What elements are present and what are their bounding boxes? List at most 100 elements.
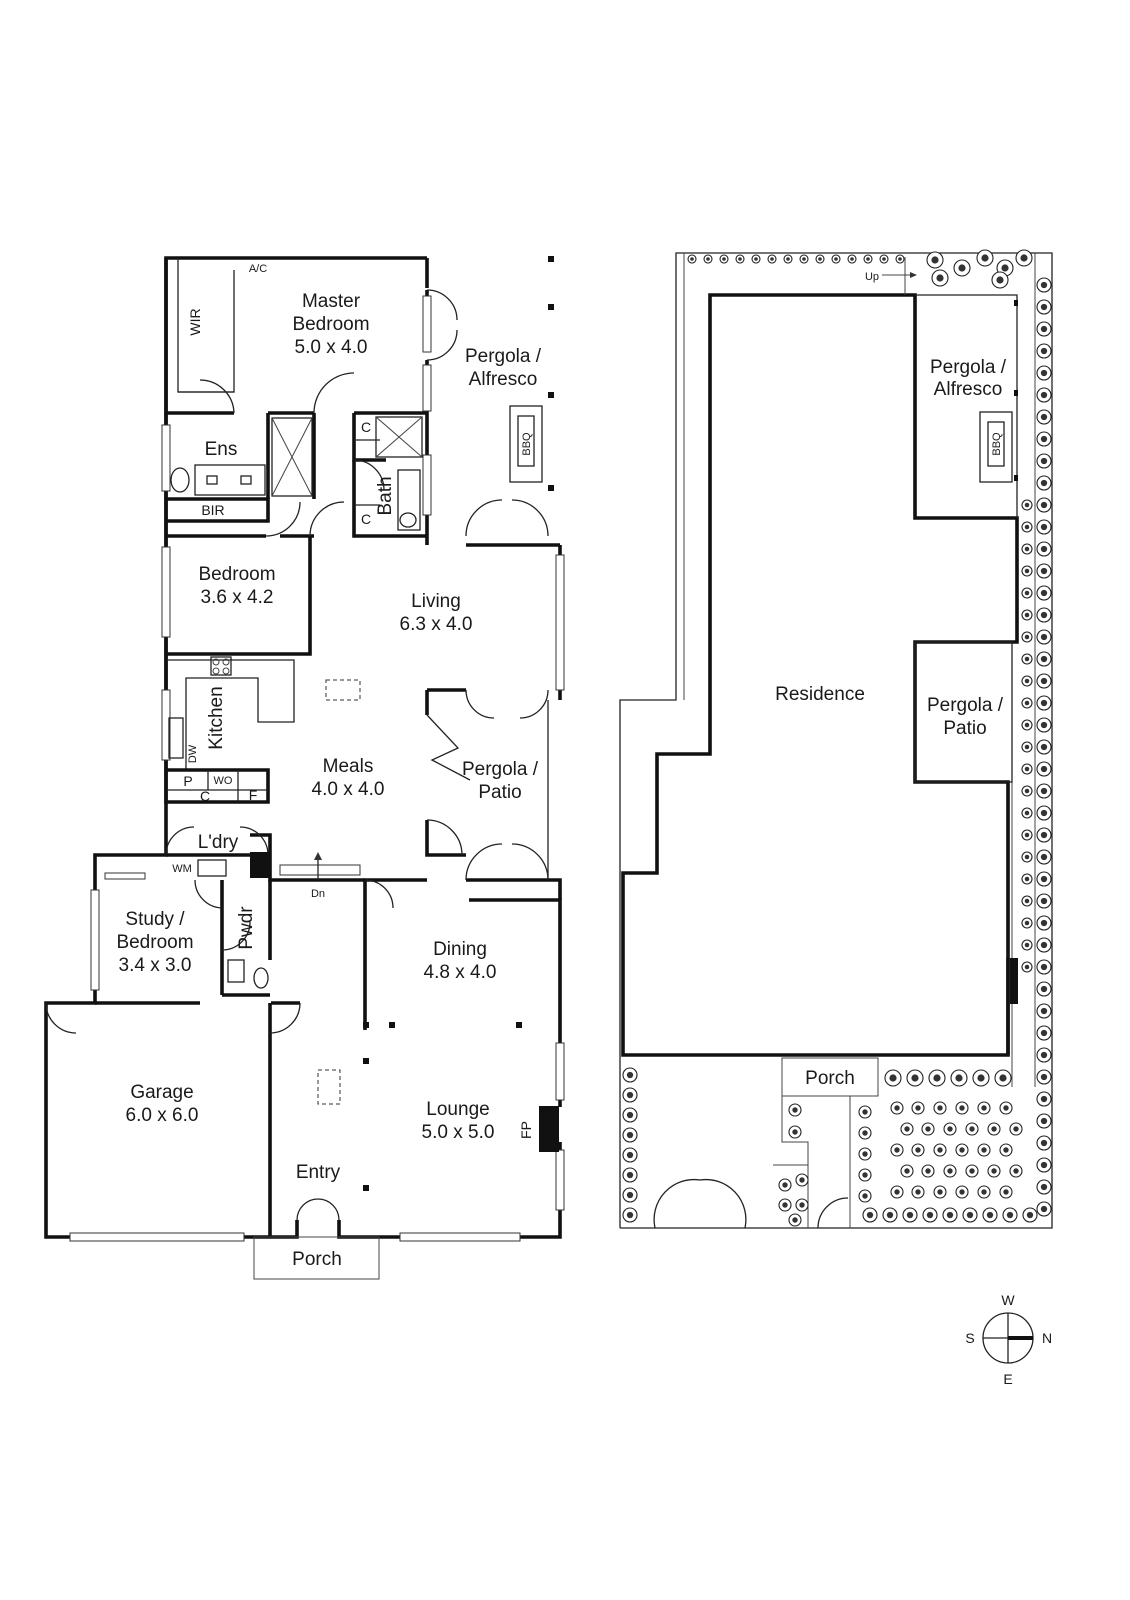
tree-center-icon — [1040, 765, 1048, 773]
dw-label: DW — [187, 744, 199, 763]
tree-center-icon — [1040, 1051, 1048, 1059]
tree-center-icon — [933, 1074, 941, 1082]
bath-label: Bath — [375, 476, 396, 515]
study-dims: 3.4 x 3.0 — [119, 955, 192, 976]
bbq-label: BBQ — [521, 432, 533, 456]
tree-center-icon — [999, 1074, 1007, 1082]
tree-center-icon — [996, 276, 1004, 284]
tree-center-icon — [946, 1211, 954, 1219]
tree-center-icon — [947, 1168, 953, 1174]
tree-center-icon — [969, 1168, 975, 1174]
tree-center-icon — [1040, 941, 1048, 949]
garage-dims: 6.0 x 6.0 — [126, 1105, 199, 1126]
tree-center-icon — [1006, 1211, 1014, 1219]
c-lower-label: C — [361, 511, 371, 527]
lounge-dims: 5.0 x 5.0 — [422, 1122, 495, 1143]
tree-center-icon — [981, 1189, 987, 1195]
tree-center-icon — [1040, 501, 1048, 509]
tree-center-icon — [1024, 766, 1030, 772]
tree-center-icon — [1040, 435, 1048, 443]
tree-center-icon — [894, 1189, 900, 1195]
tree-center-icon — [882, 257, 886, 261]
tree-center-icon — [958, 264, 966, 272]
pwdr-label: Pwdr — [236, 906, 257, 950]
tree-center-icon — [862, 1130, 868, 1136]
porch-label: Porch — [292, 1249, 342, 1270]
tree-center-icon — [991, 1168, 997, 1174]
tree-center-icon — [1024, 568, 1030, 574]
tree-center-icon — [1040, 589, 1048, 597]
garage-label: Garage — [130, 1082, 193, 1103]
tree-center-icon — [1040, 567, 1048, 575]
tree-center-icon — [706, 257, 710, 261]
ground-floor-plan: WIR A/C Master Bedroom 5.0 x 4.0 Pergola… — [44, 256, 565, 1280]
site-pergola-patio-label-1: Pergola / — [927, 695, 1004, 716]
tree-center-icon — [1040, 413, 1048, 421]
ldry-label: L'dry — [198, 832, 239, 853]
tree-center-icon — [1024, 810, 1030, 816]
compass-e: E — [1003, 1371, 1012, 1387]
tree-center-icon — [782, 1202, 788, 1208]
tree-center-icon — [1040, 479, 1048, 487]
tree-center-icon — [1040, 347, 1048, 355]
dining-dims: 4.8 x 4.0 — [424, 962, 497, 983]
tree-center-icon — [1013, 1126, 1019, 1132]
tree-center-icon — [1024, 942, 1030, 948]
lounge-label: Lounge — [426, 1099, 489, 1120]
tree-center-icon — [626, 1111, 634, 1119]
tree-center-icon — [894, 1105, 900, 1111]
tree-center-icon — [1024, 788, 1030, 794]
tree-center-icon — [1040, 369, 1048, 377]
site-pergola-alfresco-label-1: Pergola / — [930, 357, 1007, 378]
tree-center-icon — [915, 1105, 921, 1111]
ac-label: A/C — [249, 263, 267, 275]
room-labels: WIR A/C Master Bedroom 5.0 x 4.0 Pergola… — [116, 263, 541, 1270]
tree-center-icon — [969, 1126, 975, 1132]
tree-center-icon — [931, 256, 939, 264]
tree-center-icon — [1024, 678, 1030, 684]
tree-center-icon — [926, 1211, 934, 1219]
tree-center-icon — [1040, 545, 1048, 553]
living-label: Living — [411, 591, 461, 612]
tree-center-icon — [626, 1091, 634, 1099]
tree-center-icon — [1003, 1105, 1009, 1111]
tree-center-icon — [904, 1168, 910, 1174]
tree-center-icon — [626, 1071, 634, 1079]
tree-center-icon — [799, 1177, 805, 1183]
tree-center-icon — [1040, 699, 1048, 707]
tree-center-icon — [786, 257, 790, 261]
residence-label: Residence — [775, 684, 865, 705]
tree-center-icon — [754, 257, 758, 261]
tree-center-icon — [925, 1168, 931, 1174]
pergola-patio-label-1: Pergola / — [462, 759, 539, 780]
tree-center-icon — [959, 1147, 965, 1153]
tree-center-icon — [1040, 611, 1048, 619]
tree-center-icon — [986, 1211, 994, 1219]
tree-center-icon — [981, 1147, 987, 1153]
tree-center-icon — [959, 1189, 965, 1195]
tree-center-icon — [1040, 875, 1048, 883]
master-bedroom-label-1: Master — [302, 291, 361, 312]
tree-center-icon — [886, 1211, 894, 1219]
tree-center-icon — [1001, 264, 1009, 272]
tree-center-icon — [862, 1151, 868, 1157]
tree-center-icon — [834, 257, 838, 261]
tree-center-icon — [1003, 1147, 1009, 1153]
p-label: P — [183, 773, 192, 789]
tree-center-icon — [1040, 897, 1048, 905]
tree-center-icon — [1040, 919, 1048, 927]
tree-center-icon — [626, 1211, 634, 1219]
tree-center-icon — [1024, 546, 1030, 552]
tree-center-icon — [1040, 633, 1048, 641]
tree-center-icon — [1040, 831, 1048, 839]
tree-center-icon — [1040, 281, 1048, 289]
tree-center-icon — [866, 1211, 874, 1219]
tree-center-icon — [1040, 655, 1048, 663]
tree-center-icon — [1024, 612, 1030, 618]
windows — [69, 295, 565, 1242]
tree-center-icon — [1040, 1029, 1048, 1037]
site-up-label: Up — [865, 271, 879, 283]
tree-center-icon — [1024, 854, 1030, 860]
tree-center-icon — [1024, 832, 1030, 838]
